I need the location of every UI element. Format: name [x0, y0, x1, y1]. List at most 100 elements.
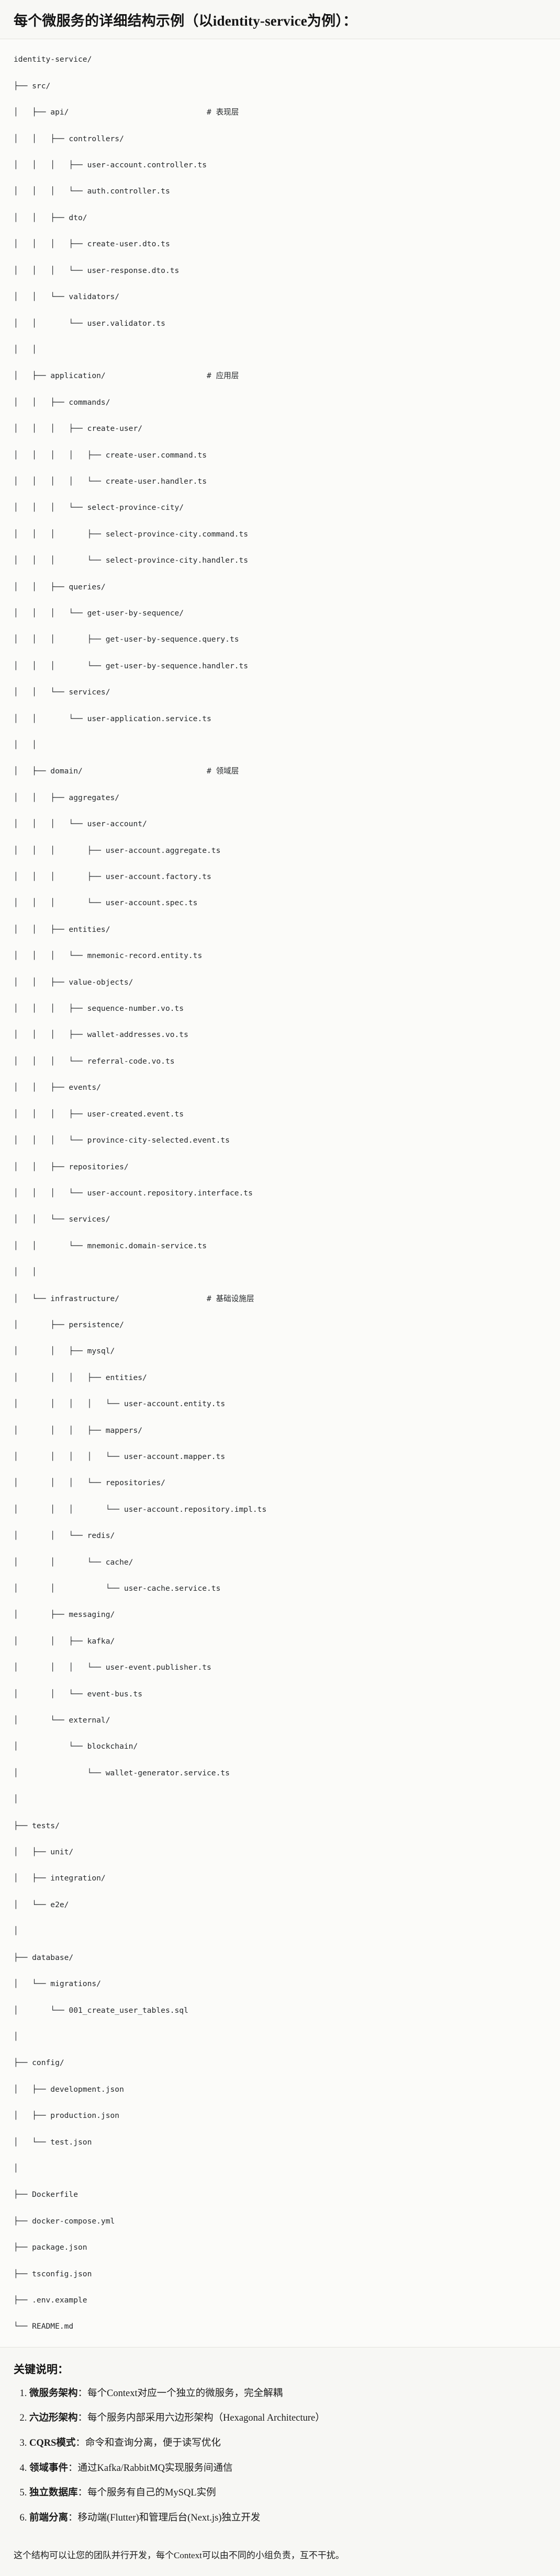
tree-line: │ └── blockchain/	[14, 1742, 138, 1751]
key-note-description: 每个Context对应一个独立的微服务，完全解耦	[87, 2388, 283, 2399]
tree-line: │ │ └── cache/	[14, 1557, 133, 1567]
tree-line: │ │ ├── aggregates/	[14, 793, 120, 802]
document-header: 每个微服务的详细结构示例（以identity-service为例）：	[0, 0, 560, 40]
key-notes-heading: 关键说明：	[14, 2363, 69, 2376]
tree-line: ├── tests/	[14, 1821, 60, 1830]
tree-line: │ ├── unit/	[14, 1848, 74, 1857]
tree-line: ├── .env.example	[14, 2295, 87, 2305]
tree-line: │ │	[14, 345, 37, 354]
key-note-item: CQRS模式：命令和查询分离，便于读写优化	[29, 2436, 546, 2451]
tree-line: │ │ │ ├── wallet-addresses.vo.ts	[14, 1030, 188, 1040]
tree-line: │ │	[14, 1268, 37, 1277]
key-note-term: 六边形架构	[29, 2413, 78, 2424]
tree-line: │ └── e2e/	[14, 1900, 69, 1909]
key-note-term: 前端分离	[29, 2512, 69, 2523]
tree-line: │ │ ├── kafka/	[14, 1636, 115, 1646]
page-title: 每个微服务的详细结构示例（以identity-service为例）：	[14, 13, 357, 29]
key-note-item: 六边形架构：每个服务内部采用六边形架构（Hexagonal Architectu…	[29, 2411, 546, 2426]
key-note-item: 前端分离：移动端(Flutter)和管理后台(Next.js)独立开发	[29, 2511, 546, 2526]
tree-line: │ │ │ └── auth.controller.ts	[14, 187, 170, 196]
tree-line: │ │ └── event-bus.ts	[14, 1689, 143, 1699]
tree-line: ├── docker-compose.yml	[14, 2216, 115, 2226]
tree-line: │ │ ├── dto/	[14, 213, 87, 222]
tree-line: │ ├── domain/ # 领域层	[14, 767, 239, 776]
tree-line: │ │ │ ├── sequence-number.vo.ts	[14, 1004, 184, 1013]
tree-line: │ │ │ ├── user-account.aggregate.ts	[14, 846, 221, 855]
tree-line: │ │ │ └── user-event.publisher.ts	[14, 1663, 211, 1672]
tree-line: │ └── wallet-generator.service.ts	[14, 1768, 230, 1777]
tree-line: │ │ ├── entities/	[14, 925, 110, 934]
tree-line: │	[14, 1795, 18, 1804]
tree-line: │ ├── api/ # 表现层	[14, 108, 239, 117]
key-note-separator: ：	[75, 2437, 85, 2448]
key-note-term: CQRS模式	[29, 2437, 76, 2448]
tree-line: │ ├── messaging/	[14, 1610, 115, 1620]
tree-line: └── README.md	[14, 2322, 74, 2331]
key-note-separator: ：	[68, 2463, 78, 2474]
tree-line: │ │ │ └── user-account.spec.ts	[14, 898, 198, 908]
tree-line: ├── Dockerfile	[14, 2190, 79, 2199]
tree-line: │ │ └── user-cache.service.ts	[14, 1584, 221, 1593]
directory-tree-block: identity-service/ ├── src/ │ ├── api/ # …	[0, 39, 560, 2347]
tree-line: │ │ │ ├── get-user-by-sequence.query.ts	[14, 635, 239, 644]
tree-line: │ │ │ └── get-user-by-sequence/	[14, 608, 184, 618]
tree-line: │ └── external/	[14, 1716, 110, 1725]
tree-line: │ │ │ │ └── create-user.handler.ts	[14, 476, 207, 486]
key-note-separator: ：	[68, 2512, 78, 2523]
key-note-description: 命令和查询分离，便于读写优化	[85, 2437, 221, 2448]
directory-tree: identity-service/ ├── src/ │ ├── api/ # …	[14, 53, 546, 2333]
tree-line: │ ├── application/ # 应用层	[14, 371, 239, 381]
tree-line: │ │ │ ├── select-province-city.command.t…	[14, 529, 249, 539]
key-note-separator: ：	[77, 2488, 88, 2499]
tree-line: │ │ ├── events/	[14, 1083, 101, 1092]
tree-line: │ │	[14, 740, 37, 749]
key-note-item: 独立数据库：每个服务有自己的MySQL实例	[29, 2486, 546, 2501]
tree-line: │ └── test.json	[14, 2137, 92, 2147]
tree-line: │ │ │ └── get-user-by-sequence.handler.t…	[14, 661, 249, 670]
tree-line: ├── config/	[14, 2058, 64, 2068]
tree-line: │ │ │ ├── create-user.dto.ts	[14, 240, 170, 249]
tree-line: │ │ │ └── province-city-selected.event.t…	[14, 1136, 230, 1145]
tree-line: │ │ └── redis/	[14, 1531, 115, 1541]
tree-line: │ │ │ │ ├── create-user.command.ts	[14, 450, 207, 460]
key-notes-section: 关键说明： 微服务架构：每个Context对应一个独立的微服务，完全解耦六边形架…	[0, 2347, 560, 2541]
tree-line: │ │ │ ├── mappers/	[14, 1426, 143, 1435]
closing-paragraph: 这个结构可以让您的团队并行开发，每个Context可以由不同的小组负责，互不干扰…	[14, 2550, 344, 2560]
tree-line: │ │ ├── controllers/	[14, 134, 124, 143]
tree-line: │ │ │ └── repositories/	[14, 1478, 165, 1488]
tree-line: │ ├── persistence/	[14, 1320, 124, 1329]
tree-line: │	[14, 2163, 18, 2173]
tree-line: │ │ │ ├── user-account.factory.ts	[14, 872, 211, 882]
tree-line: │ │ │ └── user-account.repository.interf…	[14, 1188, 253, 1198]
tree-line: │	[14, 2032, 18, 2041]
tree-line: │ │ │ └── user-account.repository.impl.t…	[14, 1504, 267, 1514]
key-notes-list: 微服务架构：每个Context对应一个独立的微服务，完全解耦六边形架构：每个服务…	[14, 2386, 546, 2526]
tree-line: │ │ │ ├── entities/	[14, 1373, 147, 1382]
tree-line: │ ├── production.json	[14, 2111, 120, 2121]
key-note-term: 微服务架构	[29, 2388, 78, 2399]
tree-line: │ │ ├── repositories/	[14, 1162, 129, 1171]
tree-line: │ │ └── services/	[14, 1215, 110, 1224]
tree-line: │ │ └── user.validator.ts	[14, 318, 165, 328]
tree-line: │ └── 001_create_user_tables.sql	[14, 2005, 188, 2015]
tree-line: │ ├── integration/	[14, 1874, 106, 1883]
tree-line: │ │ │ └── mnemonic-record.entity.ts	[14, 951, 203, 961]
key-note-item: 领域事件：通过Kafka/RabbitMQ实现服务间通信	[29, 2461, 546, 2476]
tree-line: │ │ └── validators/	[14, 292, 120, 302]
tree-line: │ │ │ └── select-province-city/	[14, 503, 184, 512]
tree-line: ├── src/	[14, 81, 51, 90]
tree-line: │ │ │ └── select-province-city.handler.t…	[14, 556, 249, 565]
tree-line: │ │ │ ├── create-user/	[14, 424, 143, 434]
key-note-description: 通过Kafka/RabbitMQ实现服务间通信	[77, 2463, 233, 2474]
tree-line: │ ├── development.json	[14, 2084, 124, 2094]
tree-line: │ │ │ └── user-account/	[14, 819, 147, 829]
tree-line: │ │ ├── value-objects/	[14, 977, 133, 987]
tree-line: │ │ │ │ └── user-account.mapper.ts	[14, 1452, 226, 1461]
tree-line: │ │ │ └── user-response.dto.ts	[14, 266, 180, 275]
tree-line: identity-service/	[14, 55, 92, 64]
tree-line: │ │ │ ├── user-created.event.ts	[14, 1109, 184, 1119]
tree-line: │ │ │ └── referral-code.vo.ts	[14, 1056, 175, 1066]
key-note-item: 微服务架构：每个Context对应一个独立的微服务，完全解耦	[29, 2386, 546, 2401]
tree-line: │ │ └── user-application.service.ts	[14, 714, 211, 723]
